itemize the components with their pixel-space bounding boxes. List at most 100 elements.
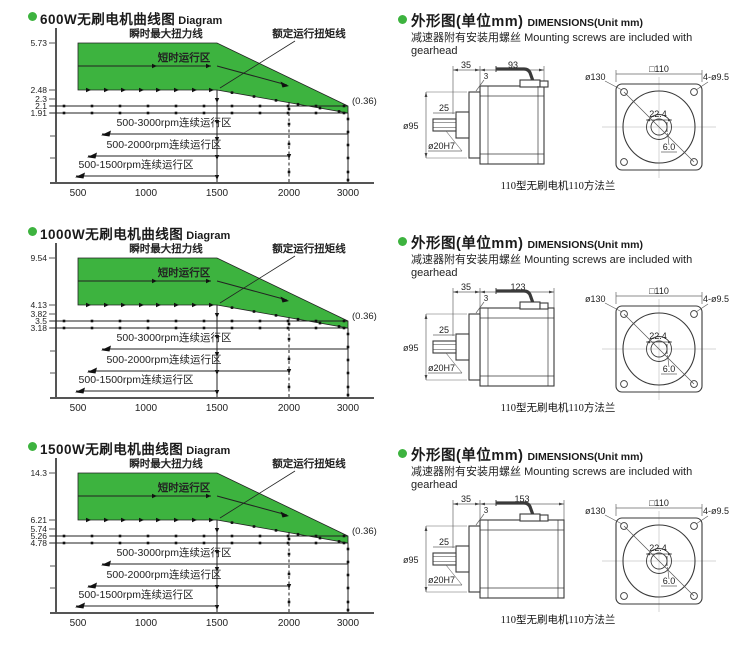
dim-shaft-length: 25 — [439, 325, 449, 335]
dim-top-width: 35 — [461, 494, 471, 504]
dim-body-length: 93 — [508, 60, 518, 70]
y-tick-label: 3.18 — [30, 323, 47, 333]
zone-label: 500-2000rpm连续运行区 — [107, 568, 222, 581]
chart-title: 1500W无刷电机曲线图 Diagram — [28, 438, 400, 457]
green-bullet-icon — [398, 14, 407, 24]
zone-label: 500-3000rpm连续运行区 — [117, 546, 232, 559]
short-time-zone-label: 短时运行区 — [158, 481, 211, 494]
peak-torque-line-label: 瞬时最大扭力线 — [129, 242, 203, 255]
x-tick-label: 1500 — [206, 403, 229, 414]
dim-body-length: 123 — [510, 282, 525, 292]
y-tick-label: 2.1 — [35, 101, 47, 111]
dim-boss-diameter: 22.4 — [649, 331, 667, 341]
dim-key-width: 6.0 — [663, 142, 676, 152]
dim-top-width: 35 — [461, 60, 471, 70]
chart-title-en: Diagram — [186, 445, 231, 457]
zone-label: 500-3000rpm连续运行区 — [117, 116, 232, 129]
x-tick-label: 1000 — [135, 188, 158, 199]
dim-square-size: □110 — [649, 64, 669, 74]
side-view-drawing: 35 153 3 25 ø95 — [403, 494, 565, 599]
dim-shaft-length: 25 — [439, 537, 449, 547]
chart-title-en: Diagram — [186, 230, 231, 242]
mounting-note: 减速器附有安装用螺丝 Mounting screws are included … — [411, 32, 693, 57]
dim-flange-thickness: 3 — [484, 72, 489, 81]
dimensions-heading: 外形图(单位mm) DIMENSIONS(Unit mm) — [398, 10, 731, 30]
dim-body-diameter: ø95 — [403, 343, 419, 353]
x-tick-label: 1500 — [206, 188, 229, 199]
rated-line-leader — [219, 255, 296, 304]
x-tick-label: 1500 — [206, 618, 229, 629]
drawing-views: 35 153 3 25 ø95 — [400, 494, 731, 616]
dim-mounting-holes: 4-ø9.5 — [703, 506, 729, 516]
y-tick-label: 3.5 — [35, 316, 47, 326]
dim-shaft-spec: ø20H7 — [428, 575, 455, 585]
green-bullet-icon — [28, 441, 37, 451]
y-tick-label: 2.3 — [35, 94, 47, 104]
zone-label: 500-3000rpm连续运行区 — [117, 331, 232, 344]
chart-title-en: Diagram — [178, 15, 223, 27]
chart-title: 600W无刷电机曲线图 Diagram — [28, 8, 400, 27]
dim-square-size: □110 — [649, 286, 669, 296]
dimensions-heading-zh: 外形图(单位mm) — [411, 14, 524, 30]
dimensions-heading: 外形图(单位mm) DIMENSIONS(Unit mm) — [398, 232, 731, 252]
mounting-note: 减速器附有安装用螺丝 Mounting screws are included … — [411, 254, 693, 279]
dim-mounting-holes: 4-ø9.5 — [703, 72, 729, 82]
drawing-views: 35 123 3 25 ø95 — [400, 282, 731, 404]
dim-boss-diameter: 22.4 — [649, 543, 667, 553]
dim-top-width: 35 — [461, 282, 471, 292]
end-torque-label: (0.36) — [352, 311, 377, 322]
front-flange-drawing: □110 ø130 4-ø9.5 22.4 6.0 — [585, 286, 729, 400]
dim-flange-thickness: 3 — [484, 294, 489, 303]
green-bullet-icon — [28, 226, 37, 236]
x-tick-label: 3000 — [337, 403, 360, 414]
operating-band — [77, 472, 349, 544]
rated-torque-line-label: 额定运行扭矩线 — [271, 457, 346, 470]
y-tick-label: 5.26 — [30, 531, 47, 541]
operating-band — [77, 257, 349, 329]
dimensions-heading-en: DIMENSIONS(Unit mm) — [527, 239, 643, 251]
drawing-caption: 110型无刷电机110方法兰 — [500, 615, 616, 626]
dim-pilot-diameter: ø130 — [585, 294, 606, 304]
dimensions-heading-zh: 外形图(单位mm) — [411, 448, 524, 464]
x-tick-label: 3000 — [337, 618, 360, 629]
rated-torque-line-label: 额定运行扭矩线 — [271, 27, 346, 40]
x-tick-label: 2000 — [278, 618, 301, 629]
green-bullet-icon — [28, 11, 37, 21]
y-tick-label: 4.78 — [30, 538, 47, 548]
x-tick-label: 500 — [70, 403, 87, 414]
dim-pilot-diameter: ø130 — [585, 506, 606, 516]
y-tick-label: 9.54 — [30, 253, 47, 263]
y-tick-label: 1.91 — [30, 108, 47, 118]
rated-line-leader — [219, 40, 296, 89]
dimensions-heading-zh: 外形图(单位mm) — [411, 236, 524, 252]
green-bullet-icon — [398, 236, 407, 246]
rated-line-leader — [219, 470, 296, 519]
end-torque-label: (0.36) — [352, 96, 377, 107]
dim-key-width: 6.0 — [663, 576, 676, 586]
y-tick-label: 5.73 — [30, 38, 47, 48]
green-bullet-icon — [398, 448, 407, 458]
drawing-caption: 110型无刷电机110方法兰 — [500, 181, 616, 192]
dimension-section-1500w: 外形图(单位mm) DIMENSIONS(Unit mm) 减速器附有安装用螺丝… — [398, 444, 731, 627]
drawing-views: 35 93 3 25 ø95 — [400, 60, 731, 182]
dimension-section-600w: 外形图(单位mm) DIMENSIONS(Unit mm) 减速器附有安装用螺丝… — [398, 10, 731, 193]
dim-boss-diameter: 22.4 — [649, 109, 667, 119]
rated-torque-line-label: 额定运行扭矩线 — [271, 242, 346, 255]
dim-shaft-length: 25 — [439, 103, 449, 113]
zone-label: 500-2000rpm连续运行区 — [107, 138, 222, 151]
dim-square-size: □110 — [649, 498, 669, 508]
x-tick-label: 1000 — [135, 403, 158, 414]
chart-title-zh: 1500W无刷电机曲线图 — [40, 442, 184, 457]
y-tick-label: 14.3 — [30, 468, 47, 478]
front-flange-drawing: □110 ø130 4-ø9.5 22.4 6.0 — [585, 64, 729, 178]
dim-shaft-spec: ø20H7 — [428, 141, 455, 151]
x-tick-label: 2000 — [278, 403, 301, 414]
dim-body-length: 153 — [514, 494, 529, 504]
dim-shaft-spec: ø20H7 — [428, 363, 455, 373]
side-view-drawing: 35 123 3 25 ø95 — [403, 282, 555, 387]
